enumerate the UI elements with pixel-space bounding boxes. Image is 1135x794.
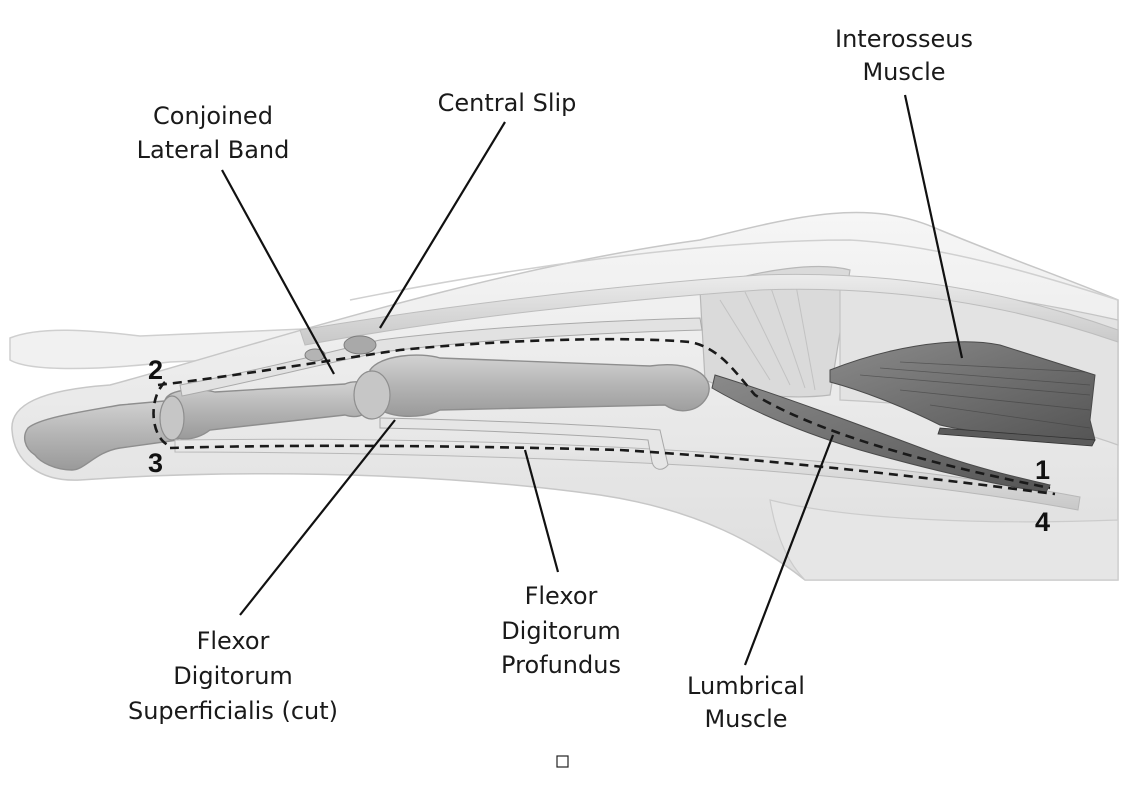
- marker-2: 2: [148, 355, 163, 385]
- text-labels: Interosseus Muscle Conjoined Lateral Ban…: [128, 25, 973, 733]
- dorsal-skin-line: [349, 239, 1119, 301]
- fdp-leader: [523, 449, 560, 573]
- terminal-tendon-insertion: [304, 348, 326, 362]
- marker-1: 1: [1035, 455, 1050, 485]
- hood-fibers: [719, 279, 816, 391]
- label-lumbrical-line1: Lumbrical: [687, 672, 805, 700]
- palmar-pathway-dashed: [169, 444, 1056, 496]
- label-interosseus-line2: Muscle: [862, 58, 945, 86]
- label-fdp-line3: Profundus: [501, 651, 621, 679]
- leader-lines: [221, 94, 964, 666]
- label-fdp-line2: Digitorum: [501, 617, 621, 645]
- pip-joint: [353, 370, 391, 420]
- distal-phalanx: [23, 399, 179, 471]
- marker-3: 3: [148, 448, 163, 478]
- numbered-markers: 2 3 1 4: [148, 355, 1050, 537]
- label-interosseus-line1: Interosseus: [835, 25, 973, 53]
- conjoined-lateral-band-leader: [221, 169, 335, 375]
- dorsal-pathway-dashed: [157, 337, 1051, 490]
- label-fdp-line1: Flexor: [525, 582, 598, 610]
- small-square-glyph: [556, 755, 569, 768]
- marker-4: 4: [1035, 507, 1050, 537]
- finger-illustration: [9, 211, 1119, 581]
- fds-tendon-cut: [379, 417, 669, 470]
- label-fds-line1: Flexor: [197, 627, 270, 655]
- label-conjoined-line1: Conjoined: [153, 102, 273, 130]
- label-fds-line3: Superficialis (cut): [128, 697, 338, 725]
- label-conjoined-line2: Lateral Band: [137, 136, 290, 164]
- proximal-phalanx: [369, 354, 710, 418]
- central-slip-insertion: [343, 335, 377, 355]
- tip-loop-dashed: [152, 381, 171, 448]
- label-central-slip: Central Slip: [438, 89, 577, 117]
- label-fds-line2: Digitorum: [173, 662, 293, 690]
- interosseus-fibers: [859, 361, 1091, 429]
- lateral-band: [179, 317, 703, 397]
- interosseus-leader: [903, 94, 964, 359]
- extensor-tendon: [299, 273, 1119, 346]
- palm-contour: [769, 499, 1119, 581]
- dip-joint: [159, 395, 185, 441]
- label-lumbrical-line2: Muscle: [704, 705, 787, 733]
- interosseus-tendon-edge: [937, 427, 1096, 447]
- central-slip-leader: [379, 121, 506, 329]
- fds-leader: [239, 419, 396, 616]
- lumbrical-leader: [743, 434, 835, 666]
